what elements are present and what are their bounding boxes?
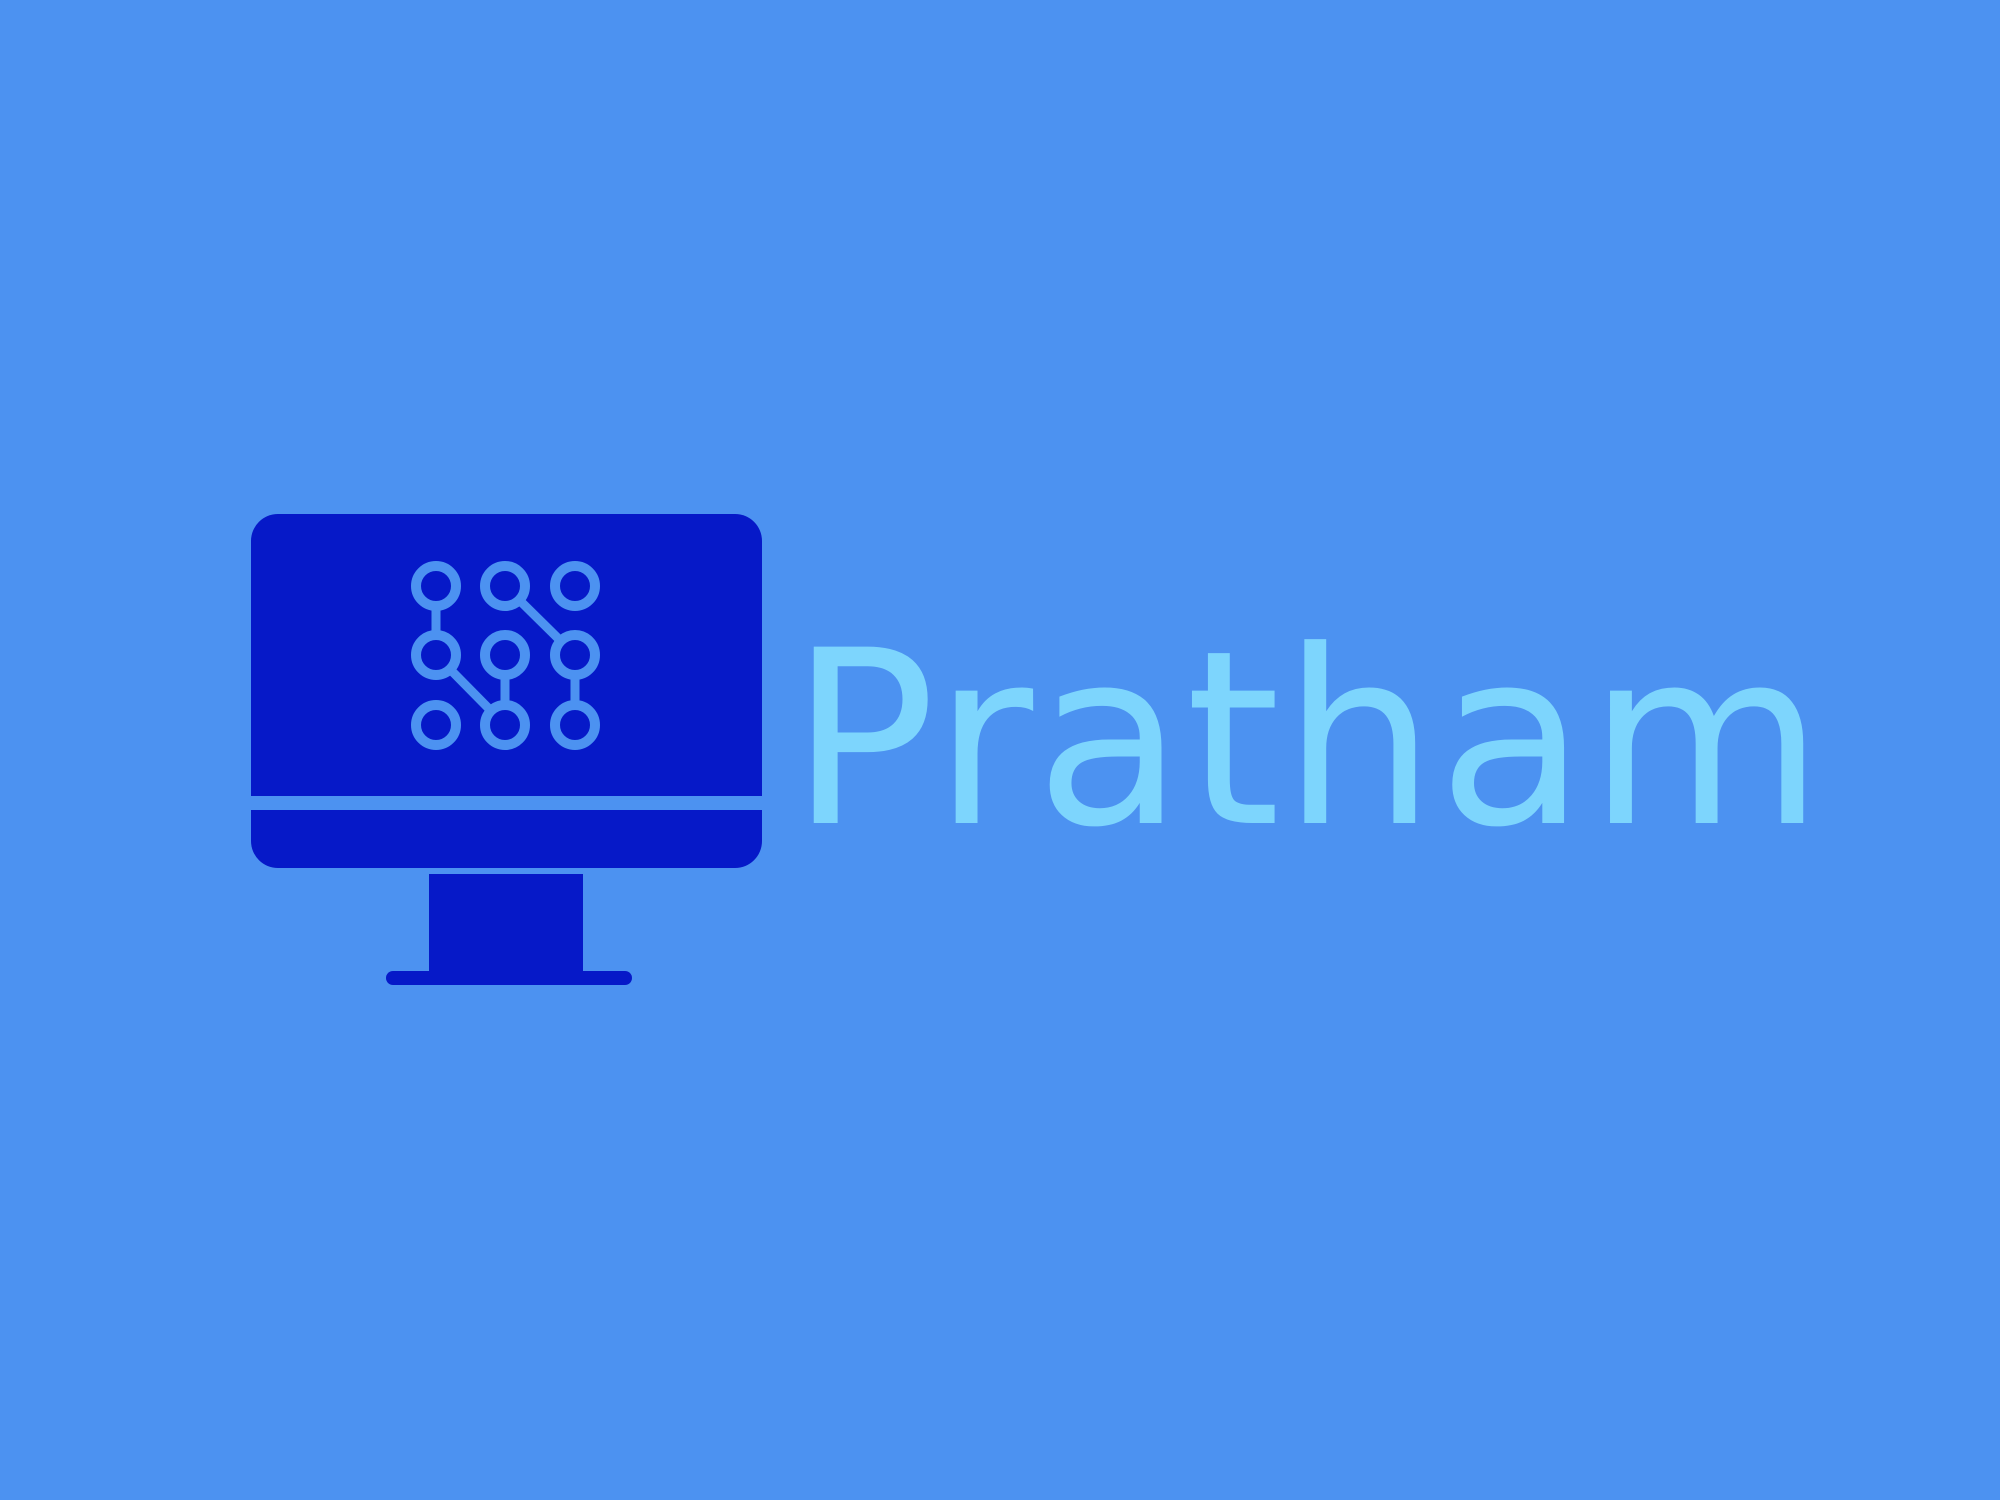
monitor-neck xyxy=(429,874,583,972)
circuit-nodes xyxy=(411,561,600,750)
monitor-separator-band xyxy=(248,796,766,810)
computer-monitor-circuit-icon xyxy=(248,514,766,985)
monitor-foot xyxy=(386,971,632,985)
brand-name: Pratham xyxy=(790,599,1826,881)
